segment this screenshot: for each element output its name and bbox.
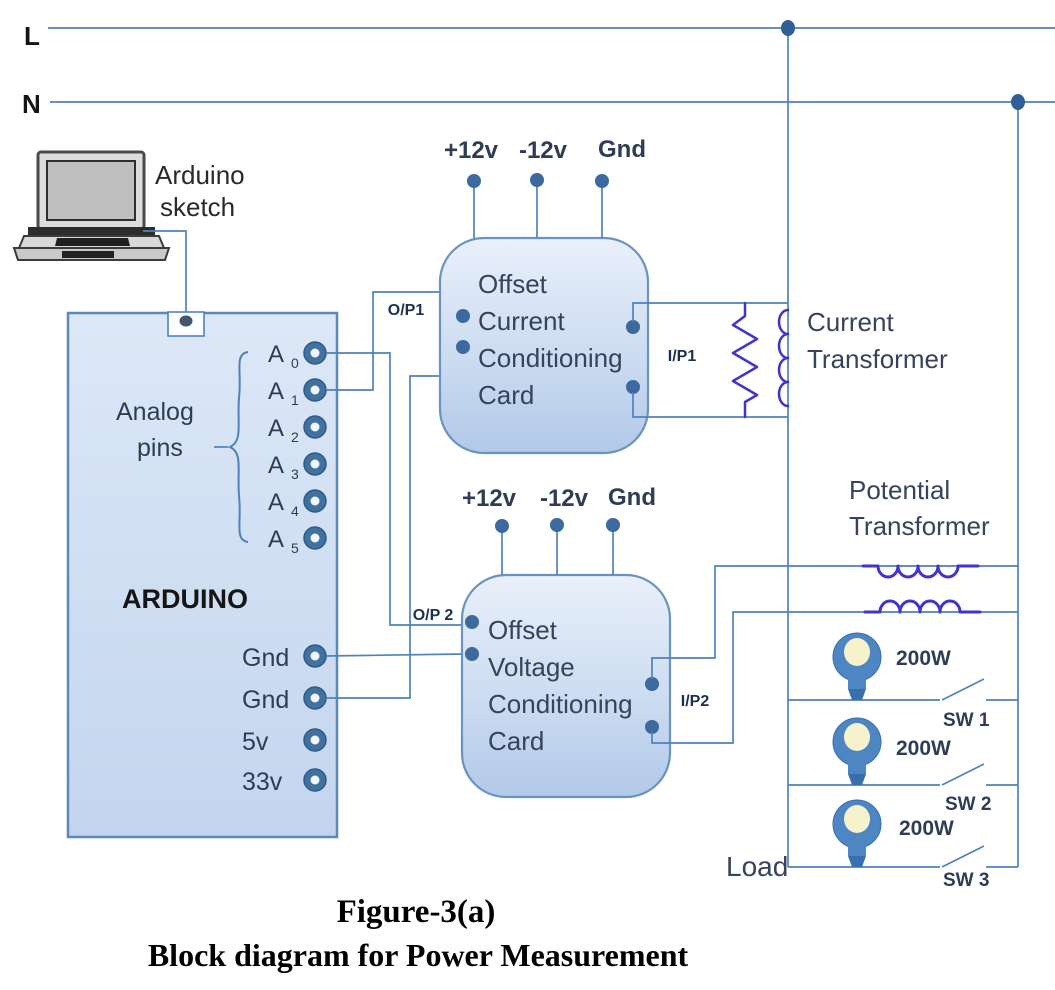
laptop-caption-line2: sketch bbox=[160, 192, 235, 222]
card-text-line: Current bbox=[478, 306, 565, 336]
ip1-label: I/P1 bbox=[668, 348, 697, 365]
pin-label-gnd2: Gnd bbox=[242, 686, 289, 714]
usb-dot bbox=[179, 315, 193, 327]
wire-a0-to-voltage-card bbox=[326, 352, 467, 626]
pt-label-line2: Transformer bbox=[849, 511, 990, 541]
live-label: L bbox=[24, 21, 40, 51]
card-pin bbox=[626, 380, 640, 394]
card-text-line: Voltage bbox=[488, 652, 575, 682]
switch-label: SW 1 bbox=[943, 710, 990, 731]
neutral-rail: N bbox=[22, 89, 1055, 867]
card-pin bbox=[456, 309, 470, 323]
switch-label: SW 3 bbox=[943, 870, 989, 891]
live-rail: L bbox=[24, 20, 1055, 867]
card-pin bbox=[456, 340, 470, 354]
voltage-conditioning-card: +12v -12v Gnd Offset Voltage Conditionin… bbox=[413, 484, 710, 799]
supply-label-n12v: -12v bbox=[540, 485, 589, 512]
laptop-caption-line1: Arduino bbox=[155, 160, 245, 190]
ip2-label: I/P2 bbox=[681, 693, 710, 710]
supply-label-gnd: Gnd bbox=[598, 136, 646, 163]
pin-sub-a0: 0 bbox=[291, 355, 299, 371]
pin-label-a5: A bbox=[268, 526, 284, 553]
supply-dot bbox=[467, 174, 481, 188]
neutral-label: N bbox=[22, 89, 41, 119]
pin-sub-a5: 5 bbox=[291, 540, 299, 556]
op2-label: O/P 2 bbox=[413, 607, 454, 624]
pin-label-5v: 5v bbox=[242, 728, 269, 756]
pt-coil-lower bbox=[863, 599, 982, 614]
pt-coil-upper bbox=[861, 564, 980, 579]
wire-gnd1-to-voltage-card bbox=[325, 653, 466, 657]
current-transformer: Current Transformer bbox=[632, 301, 948, 419]
card-pin bbox=[645, 720, 659, 734]
pin-label-a1: A bbox=[268, 378, 284, 405]
card-text-line: Conditioning bbox=[488, 689, 633, 719]
card-text-line: Card bbox=[488, 726, 544, 756]
arduino-power-pin-labels: Gnd Gnd 5v 33v bbox=[242, 644, 289, 796]
analog-caption-line2: pins bbox=[137, 434, 183, 462]
load-branch-2: 200W SW 2 bbox=[788, 717, 1018, 815]
lamp-power-label: 200W bbox=[896, 647, 951, 670]
card-pin bbox=[626, 320, 640, 334]
ct-burden-resistor bbox=[731, 301, 759, 419]
analog-caption-line1: Analog bbox=[116, 398, 194, 426]
card-text-line: Conditioning bbox=[478, 343, 623, 373]
pin-label-gnd1: Gnd bbox=[242, 644, 289, 672]
analog-pin-labels: A 0 A 1 A 2 A 3 A 4 A 5 bbox=[268, 341, 299, 556]
live-junction-dot bbox=[781, 20, 795, 36]
pt-label-line1: Potential bbox=[849, 475, 950, 505]
ct-label-line2: Transformer bbox=[807, 344, 948, 374]
card-text-line: Offset bbox=[478, 269, 548, 299]
supply-label-p12v: +12v bbox=[444, 137, 499, 164]
laptop-to-arduino-wire bbox=[143, 230, 187, 315]
laptop-icon bbox=[12, 150, 171, 261]
pin-sub-a2: 2 bbox=[291, 429, 299, 445]
ct-label-line1: Current bbox=[807, 307, 894, 337]
analog-pins-brace bbox=[227, 351, 249, 543]
load-label: Load bbox=[726, 851, 788, 882]
supply-label-p12v: +12v bbox=[462, 485, 517, 512]
arduino-pin-holes bbox=[310, 348, 320, 785]
lamp-glass bbox=[844, 723, 870, 751]
pin-label-a4: A bbox=[268, 489, 284, 516]
pin-label-a2: A bbox=[268, 415, 284, 442]
lamp-power-label: 200W bbox=[896, 737, 951, 760]
supply-dot bbox=[550, 518, 564, 532]
figure-caption-line1: Figure-3(a) bbox=[337, 894, 496, 930]
lamp-glass bbox=[844, 805, 870, 833]
op1-label: O/P1 bbox=[388, 302, 425, 319]
pin-label-a3: A bbox=[268, 452, 284, 479]
card-pin bbox=[465, 647, 479, 661]
pin-label-a0: A bbox=[268, 341, 284, 368]
card-text-line: Offset bbox=[488, 615, 558, 645]
supply-dot bbox=[606, 518, 620, 532]
card-text-line: Card bbox=[478, 380, 534, 410]
card-pin bbox=[465, 615, 479, 629]
switch-label: SW 2 bbox=[945, 794, 991, 815]
arduino-title: ARDUINO bbox=[122, 584, 248, 614]
supply-dot bbox=[595, 174, 609, 188]
supply-label-n12v: -12v bbox=[519, 137, 568, 164]
card-pin bbox=[645, 677, 659, 691]
pin-sub-a4: 4 bbox=[291, 503, 299, 519]
pin-label-33v: 33v bbox=[242, 768, 283, 796]
load-branch-3: 200W SW 3 bbox=[788, 799, 1018, 891]
figure-caption-line2: Block diagram for Power Measurement bbox=[148, 937, 689, 973]
ct-coil bbox=[777, 308, 790, 408]
neutral-junction-dot bbox=[1011, 94, 1025, 110]
arduino-board: ARDUINO Analog pins bbox=[66, 311, 339, 839]
pin-sub-a1: 1 bbox=[291, 392, 299, 408]
pin-sub-a3: 3 bbox=[291, 466, 299, 482]
supply-label-gnd: Gnd bbox=[608, 484, 656, 511]
lamp-power-label: 200W bbox=[899, 817, 954, 840]
current-conditioning-card: +12v -12v Gnd Offset Current Conditionin… bbox=[388, 136, 697, 455]
lamp-glass bbox=[844, 638, 870, 666]
load-branch-1: 200W SW 1 bbox=[788, 632, 1018, 731]
potential-transformer: Potential Transformer bbox=[651, 475, 1018, 744]
supply-dot bbox=[530, 173, 544, 187]
supply-dot bbox=[495, 519, 509, 533]
